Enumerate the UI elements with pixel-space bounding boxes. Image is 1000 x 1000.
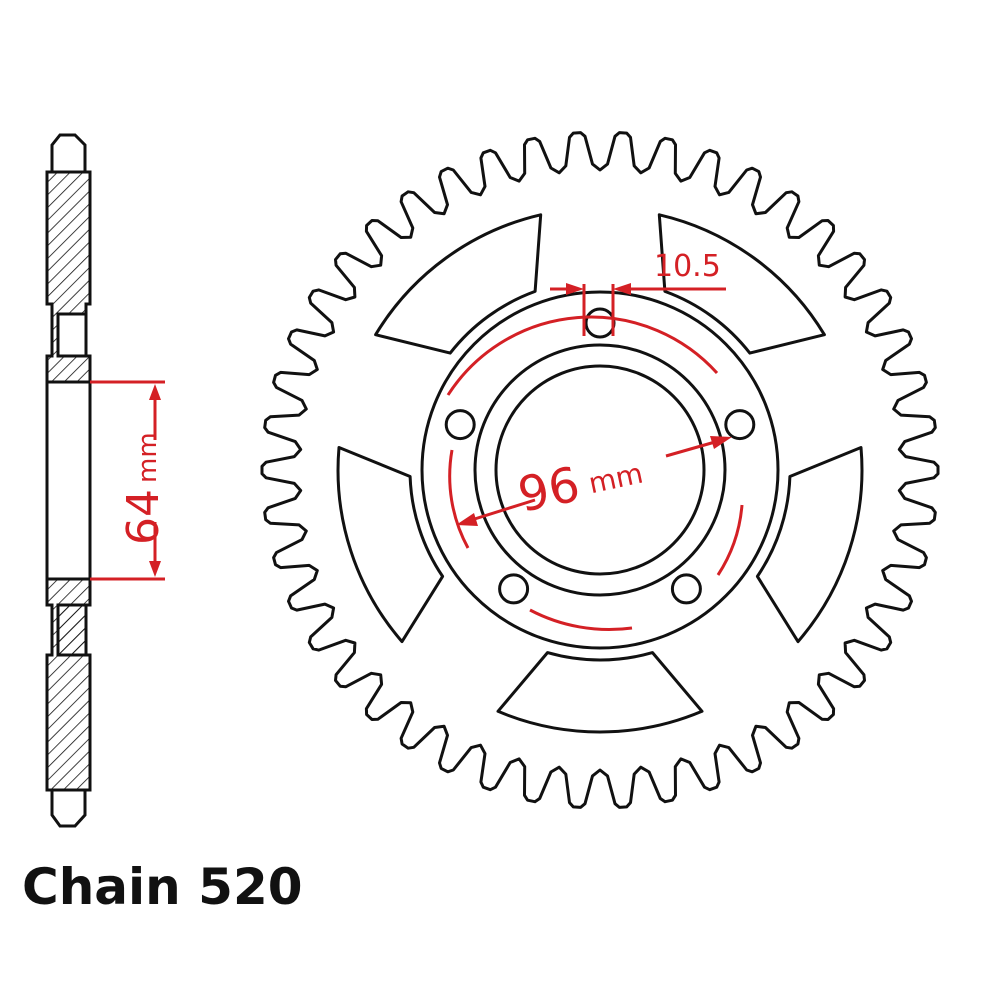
upper-groove [56,312,88,358]
bolt-circle-value: 96 [513,456,584,523]
bolt-circle-arcs [446,315,744,632]
bolt-circle-dimension [456,436,732,526]
bolt-hole [498,573,530,605]
spoke-cutouts [336,213,864,734]
bore-dimension-value: 64 [118,489,169,545]
sprocket-front-view: 96 mm 10.5 [260,131,940,809]
center-bore [494,364,706,576]
bolt-holes [444,307,756,605]
lower-groove [56,603,88,657]
spoke-cutout [755,446,864,644]
spoke-cutout [657,213,826,355]
bolt-hole-value: 10.5 [654,249,721,284]
lower-tooth-section [50,788,87,828]
spoke-cutout [496,651,704,734]
bore-dimension [90,380,165,581]
spoke-cutout [374,213,543,355]
chain-size-caption: Chain 520 [22,858,303,916]
hub-outer-ring [473,343,727,597]
bore-gap [45,382,92,579]
bolt-hole [724,409,756,441]
bolt-hole [584,307,616,339]
bolt-hole [670,573,702,605]
bolt-circle-outer-ring [420,290,780,650]
bore-dimension-unit: mm [133,432,163,483]
upper-tooth-section [50,133,87,174]
bolt-hole [444,409,476,441]
spoke-cutout [336,446,445,644]
side-profile-view: 64 mm [45,133,169,828]
bolt-hole-dimension [550,283,726,336]
